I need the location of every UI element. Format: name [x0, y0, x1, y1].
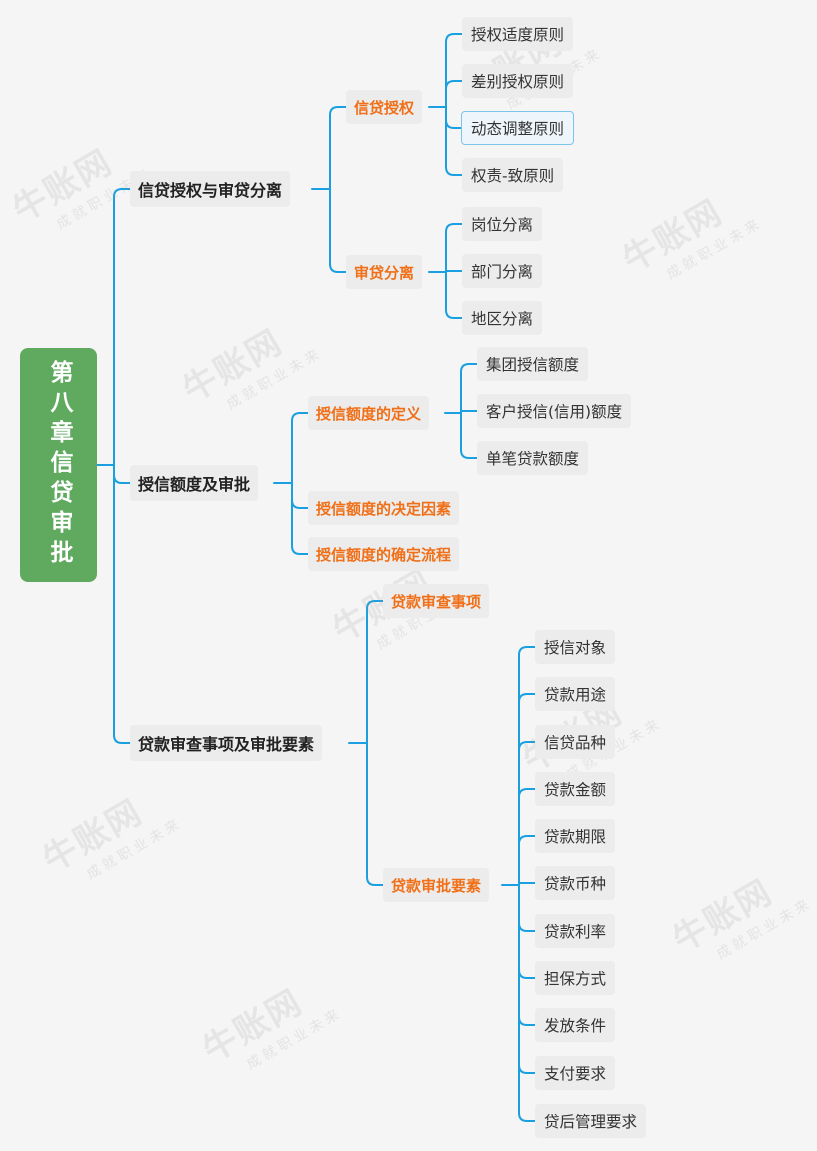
leaf-node[interactable]: 发放条件 [535, 1008, 616, 1042]
leaf-node[interactable]: 客户授信(信用)额度 [477, 394, 632, 428]
leaf-node[interactable]: 集团授信额度 [477, 347, 589, 381]
leaf-node[interactable]: 岗位分离 [462, 207, 543, 241]
leaf-node[interactable]: 部门分离 [462, 254, 543, 288]
leaf-node[interactable]: 信贷品种 [535, 725, 616, 759]
subbranch-node[interactable]: 贷款审查事项 [383, 584, 490, 618]
leaf-node[interactable]: 差别授权原则 [462, 64, 574, 98]
leaf-node[interactable]: 担保方式 [535, 961, 616, 995]
leaf-node[interactable]: 授信对象 [535, 630, 616, 664]
leaf-node[interactable]: 授权适度原则 [462, 17, 574, 51]
leaf-node[interactable]: 贷款币种 [535, 866, 616, 900]
leaf-node[interactable]: 权责-致原则 [462, 158, 564, 192]
leaf-node[interactable]: 贷款金额 [535, 772, 616, 806]
leaf-node[interactable]: 支付要求 [535, 1056, 616, 1090]
branch-node[interactable]: 授信额度及审批 [130, 465, 259, 501]
branch-node[interactable]: 贷款审查事项及审批要素 [130, 725, 323, 761]
leaf-node[interactable]: 贷款期限 [535, 819, 616, 853]
subbranch-node[interactable]: 授信额度的决定因素 [308, 491, 460, 525]
branch-node[interactable]: 信贷授权与审贷分离 [130, 171, 291, 207]
leaf-node[interactable]: 贷后管理要求 [535, 1104, 647, 1138]
leaf-node[interactable]: 贷款利率 [535, 914, 616, 948]
leaf-node[interactable]: 贷款用途 [535, 677, 616, 711]
subbranch-node[interactable]: 信贷授权 [346, 90, 423, 124]
leaf-node[interactable]: 动态调整原则 [461, 111, 575, 145]
subbranch-node[interactable]: 审贷分离 [346, 255, 423, 289]
leaf-node[interactable]: 单笔贷款额度 [477, 441, 589, 475]
subbranch-node[interactable]: 授信额度的定义 [308, 396, 430, 430]
root-node[interactable]: 第八章信贷审批 [20, 348, 97, 582]
leaf-node[interactable]: 地区分离 [462, 301, 543, 335]
subbranch-node[interactable]: 授信额度的确定流程 [308, 537, 460, 571]
subbranch-node[interactable]: 贷款审批要素 [383, 868, 490, 902]
